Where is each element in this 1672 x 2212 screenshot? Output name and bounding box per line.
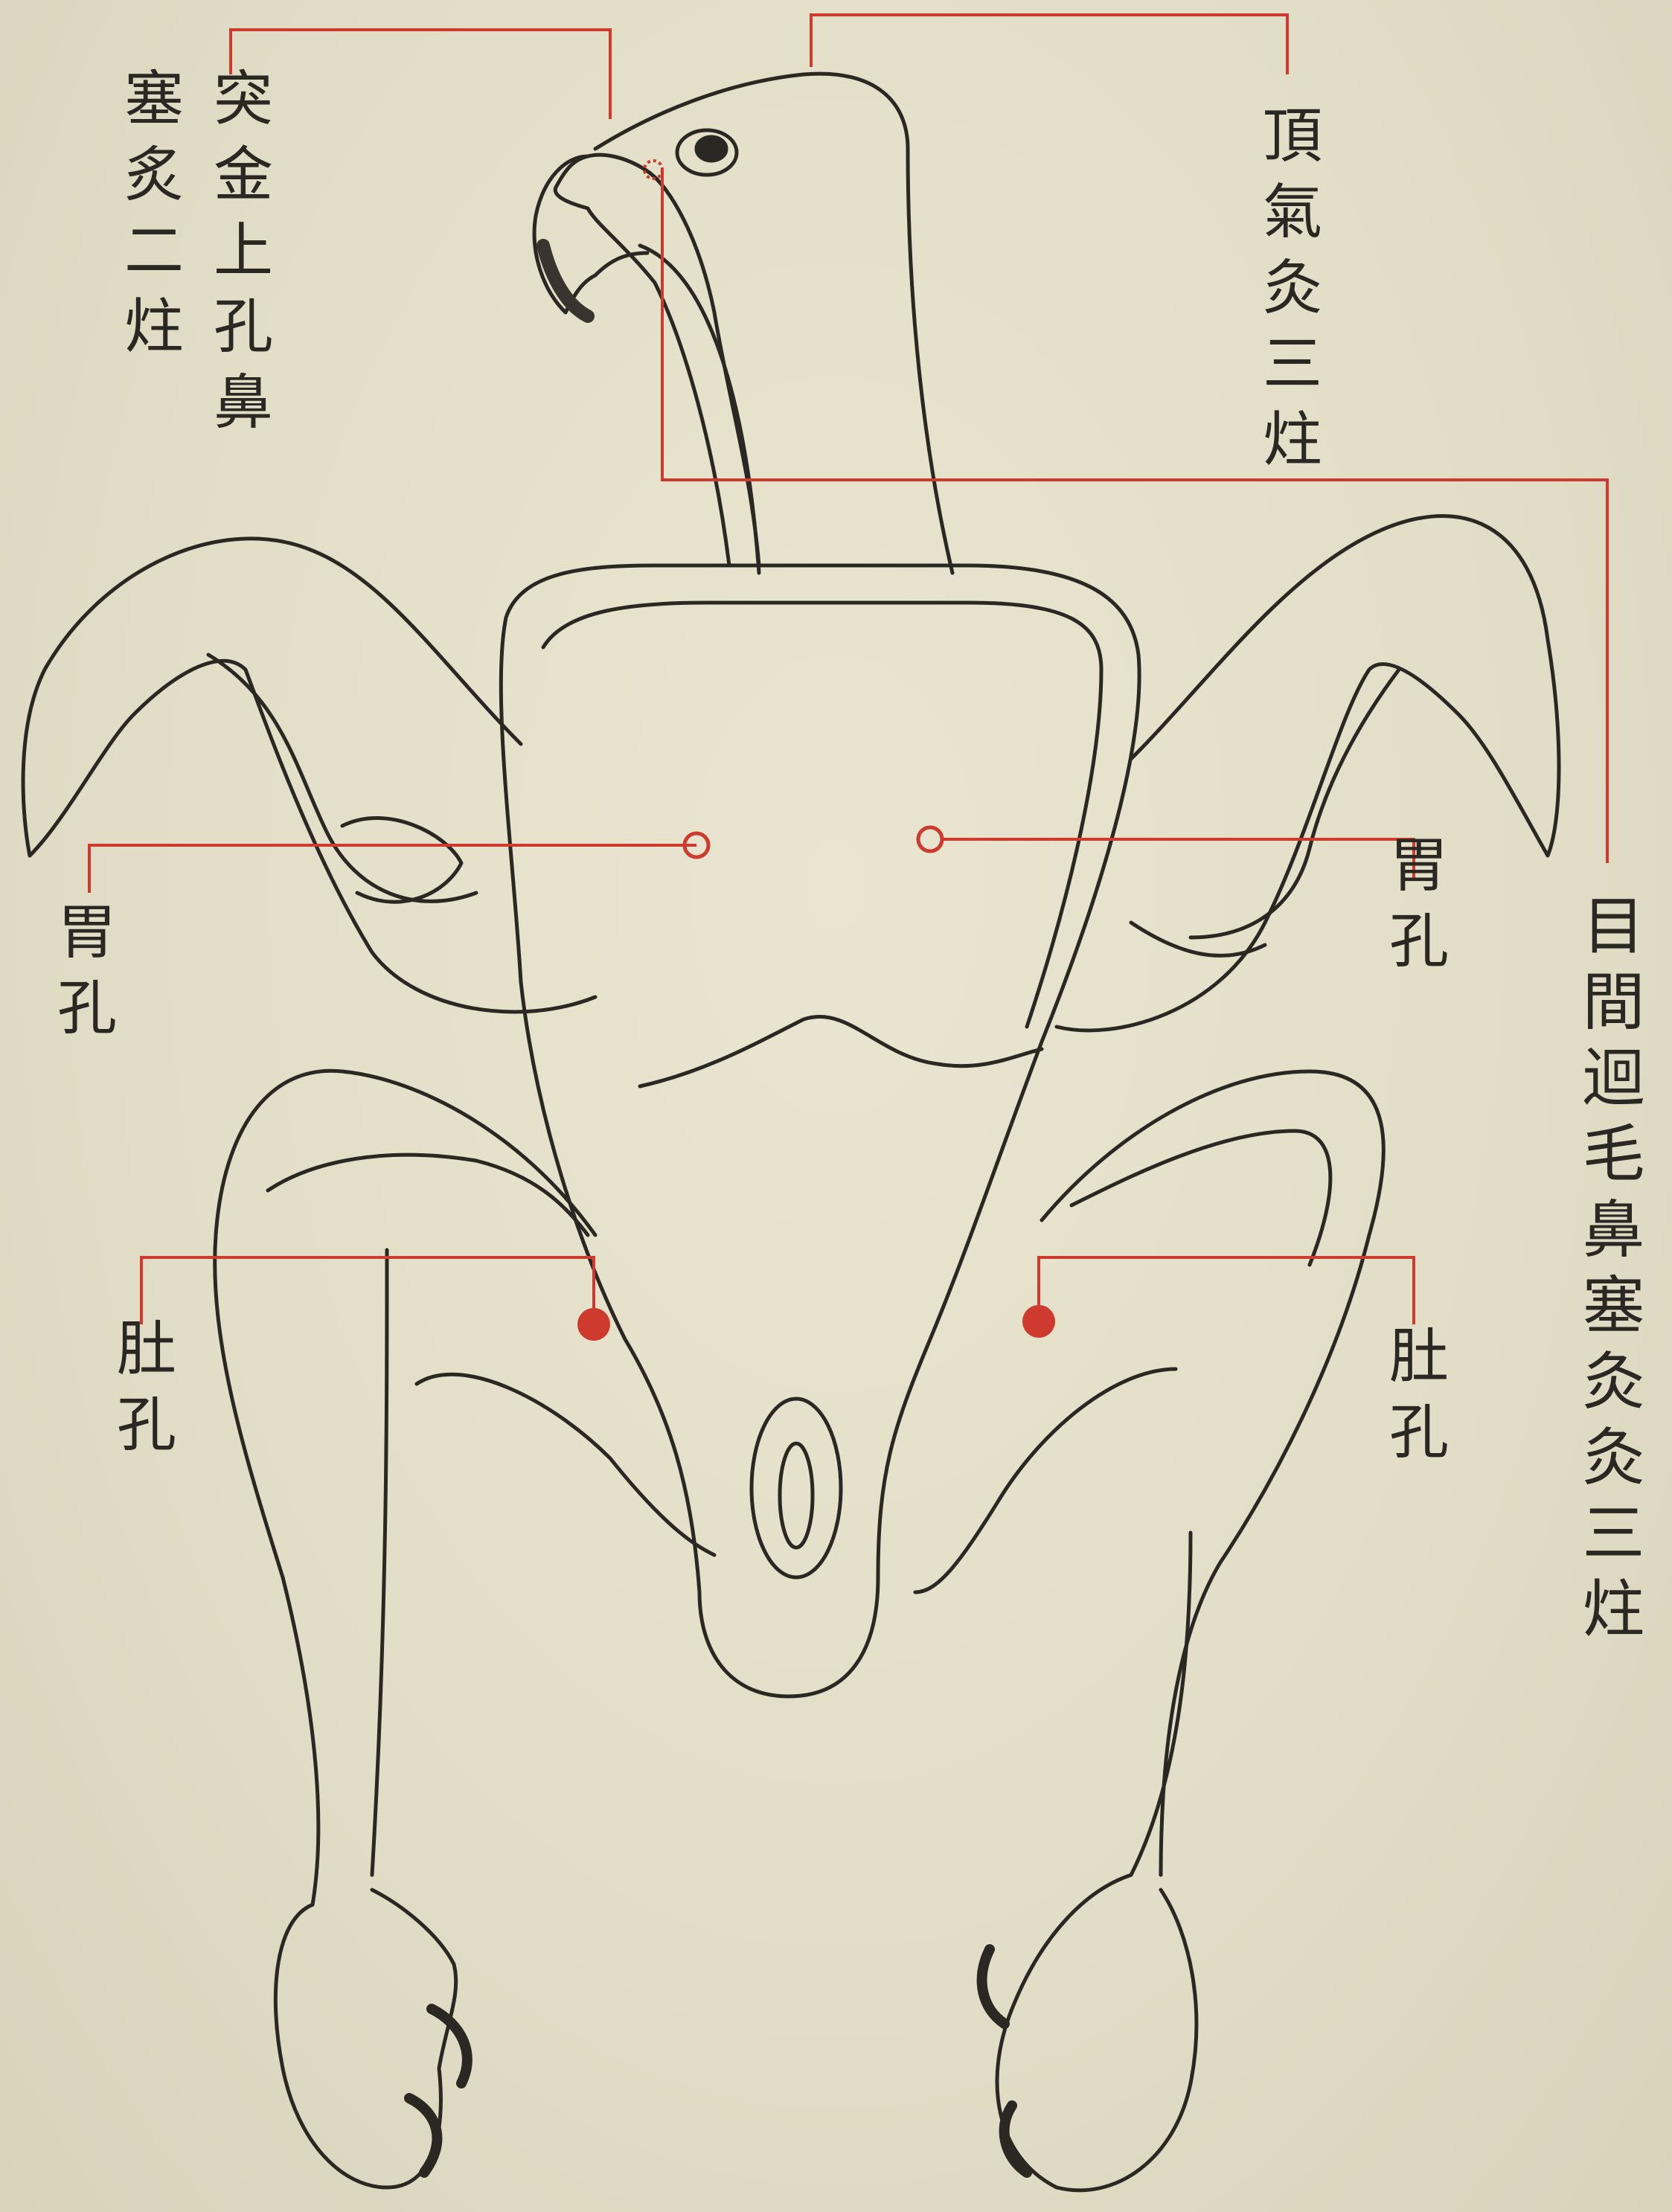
right-wing bbox=[1057, 516, 1559, 1030]
beak bbox=[534, 156, 647, 312]
leader-nose bbox=[231, 30, 610, 119]
right-wing-inner bbox=[1191, 670, 1399, 937]
left-wing-fold bbox=[342, 818, 461, 903]
nose-point-label-line1: 突金上孔鼻 bbox=[208, 67, 268, 446]
eyes-point-label: 目間迴毛鼻塞灸灸三炷 bbox=[1577, 893, 1640, 1652]
right-flank bbox=[915, 1369, 1176, 1592]
right-talon-1 bbox=[982, 1949, 1005, 2024]
right-foot bbox=[997, 1875, 1197, 2190]
vent-inner bbox=[780, 1443, 813, 1548]
head-outline bbox=[555, 155, 759, 565]
leader-crown bbox=[811, 15, 1287, 74]
left-flank bbox=[417, 1374, 714, 1555]
leader-belly-left bbox=[141, 1257, 594, 1324]
left-thigh bbox=[215, 1071, 595, 1905]
stomach-right-label: 胃孔 bbox=[1384, 833, 1444, 985]
belly-right-label: 肚孔 bbox=[1384, 1324, 1444, 1476]
head-top bbox=[595, 74, 952, 573]
left-thigh-inner bbox=[268, 1155, 588, 1235]
eye-pupil bbox=[696, 137, 726, 161]
breast-line bbox=[640, 1016, 1042, 1086]
leader-belly-right bbox=[1039, 1257, 1414, 1324]
right-thigh bbox=[1042, 1071, 1383, 1875]
left-leg-front bbox=[372, 1250, 387, 1875]
leader-stomach-left bbox=[89, 845, 696, 893]
left-wing-inner bbox=[208, 655, 476, 901]
leader-stomach-right bbox=[942, 839, 1414, 878]
left-foot bbox=[275, 1890, 455, 2187]
belly-point-right bbox=[1022, 1305, 1055, 1338]
nose-point-label-line2: 塞炙二炷 bbox=[119, 67, 179, 371]
crown-point-label: 頂氣灸三炷 bbox=[1258, 104, 1317, 484]
belly-point-left bbox=[577, 1308, 610, 1341]
stomach-left-label: 胃孔 bbox=[52, 900, 112, 1052]
torso-outer bbox=[501, 565, 1139, 1696]
stomach-point-right bbox=[918, 827, 942, 851]
torso-inner bbox=[543, 603, 1101, 1027]
left-talon-1 bbox=[432, 2009, 467, 2083]
vent-outer bbox=[752, 1399, 841, 1577]
belly-left-label: 肚孔 bbox=[112, 1317, 171, 1469]
beak-tip bbox=[543, 246, 588, 316]
left-talon-2 bbox=[409, 2098, 437, 2173]
